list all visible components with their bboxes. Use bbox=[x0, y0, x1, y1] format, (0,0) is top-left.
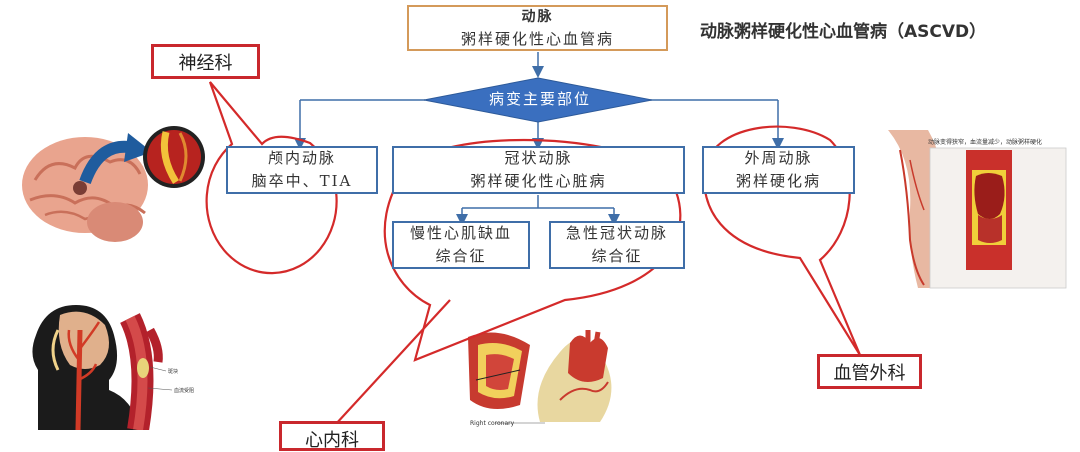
brain-illustration bbox=[22, 126, 205, 242]
node-arterial-line1: 动脉 bbox=[521, 9, 554, 25]
callout-bubbles bbox=[205, 81, 862, 362]
head-neck-illustration bbox=[25, 305, 173, 430]
dept-cardiology: 心内科 bbox=[279, 421, 385, 451]
node-coronary: 冠状动脉 粥样硬化性心脏病 bbox=[392, 146, 685, 194]
node-acute-coronary: 急性冠状动脉 综合征 bbox=[549, 221, 685, 269]
node-chronic-line2: 综合征 bbox=[435, 247, 487, 265]
leg-caption: 动脉变得狭窄，血流量减少，动脉粥样硬化 bbox=[928, 139, 1043, 146]
node-arterial-line2: 粥样硬化性心血管病 bbox=[460, 30, 614, 48]
node-intracranial-line2: 脑卒中、TIA bbox=[251, 172, 353, 190]
node-acute-line1: 急性冠状动脉 bbox=[565, 224, 668, 242]
artery-label-b: 血流受阻 bbox=[174, 388, 195, 394]
decision-diamond bbox=[423, 77, 653, 123]
page-title: 动脉粥样硬化性心血管病（ASCVD） bbox=[700, 22, 987, 42]
callout-tail-cardio bbox=[334, 299, 451, 426]
node-peripheral: 外周动脉 粥样硬化病 bbox=[702, 146, 855, 194]
node-coronary-line1: 冠状动脉 bbox=[504, 149, 573, 167]
dept-neurology: 神经科 bbox=[151, 44, 260, 79]
node-peripheral-line2: 粥样硬化病 bbox=[735, 172, 821, 190]
artery-label-a: 斑块 bbox=[168, 369, 179, 375]
dept-vascular-surgery: 血管外科 bbox=[817, 354, 922, 389]
node-arterial: 动脉 粥样硬化性心血管病 bbox=[407, 5, 668, 51]
decision-label: 病变主要部位 bbox=[488, 90, 591, 108]
node-intracranial: 颅内动脉 脑卒中、TIA bbox=[226, 146, 378, 194]
leg-illustration bbox=[882, 128, 1067, 292]
node-coronary-line2: 粥样硬化性心脏病 bbox=[470, 172, 607, 190]
node-chronic-ischemia: 慢性心肌缺血 综合征 bbox=[392, 221, 530, 269]
heart-illustration bbox=[455, 330, 612, 430]
node-chronic-line1: 慢性心肌缺血 bbox=[409, 224, 512, 242]
node-intracranial-line1: 颅内动脉 bbox=[267, 149, 336, 167]
heart-caption: Right coronary bbox=[470, 420, 515, 427]
node-acute-line2: 综合征 bbox=[591, 247, 643, 265]
node-peripheral-line1: 外周动脉 bbox=[744, 149, 813, 167]
